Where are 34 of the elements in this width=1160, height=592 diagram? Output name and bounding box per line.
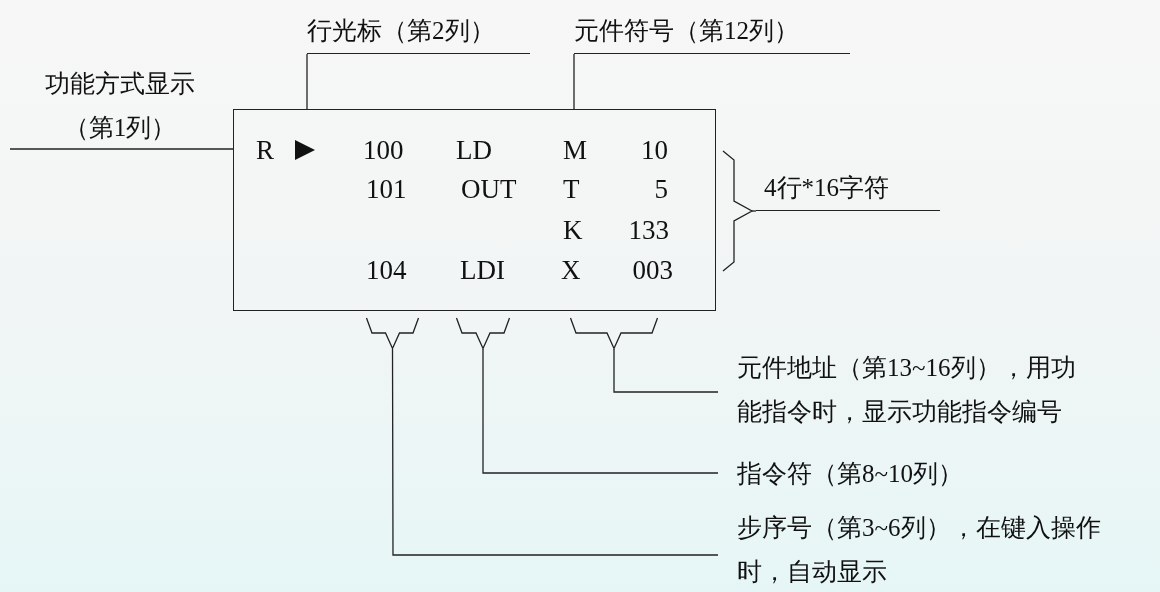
leader-line [573, 53, 575, 110]
callout-text: 步序号（第3~6列），在键入操作时，自动显示 [737, 513, 1102, 587]
screen-text: 100 [363, 134, 404, 166]
leader-line [613, 348, 719, 393]
screen-text: R [256, 134, 274, 166]
column-bracket [570, 317, 658, 349]
screen-text: 003 [632, 254, 673, 286]
screen-text: T [563, 173, 580, 205]
screen-text: M [563, 134, 587, 166]
column-bracket [456, 317, 510, 349]
screen-text: 101 [366, 173, 407, 205]
callout-text: 行光标（第2列） [307, 9, 530, 54]
screen-text: LDI [460, 254, 505, 286]
leader-line [9, 148, 234, 150]
screen-text: 104 [366, 254, 407, 286]
leader-line [391, 348, 719, 556]
leader-line [482, 348, 719, 474]
screen-text: LD [456, 134, 492, 166]
callout-text: 指令符（第8~10列） [737, 459, 964, 489]
screen-text: X [561, 254, 581, 286]
leader-line [751, 210, 757, 212]
callout-text: 元件符号（第12列） [574, 9, 850, 54]
curly-brace [722, 150, 752, 272]
screen-text: K [563, 214, 583, 246]
callout-text: 功能方式显示（第1列） [44, 69, 196, 143]
screen-text: 133 [628, 214, 669, 246]
screen-text: OUT [461, 173, 517, 205]
screen-text: 5 [654, 173, 668, 205]
screen-text: 10 [641, 134, 668, 166]
callout-text: 元件地址（第13~16列），用功能指令时，显示功能指令编号 [737, 353, 1077, 427]
callout-text: 4行*16字符 [756, 166, 940, 211]
leader-line [306, 53, 308, 110]
lcd-display-box [233, 109, 716, 311]
column-bracket [366, 317, 419, 349]
